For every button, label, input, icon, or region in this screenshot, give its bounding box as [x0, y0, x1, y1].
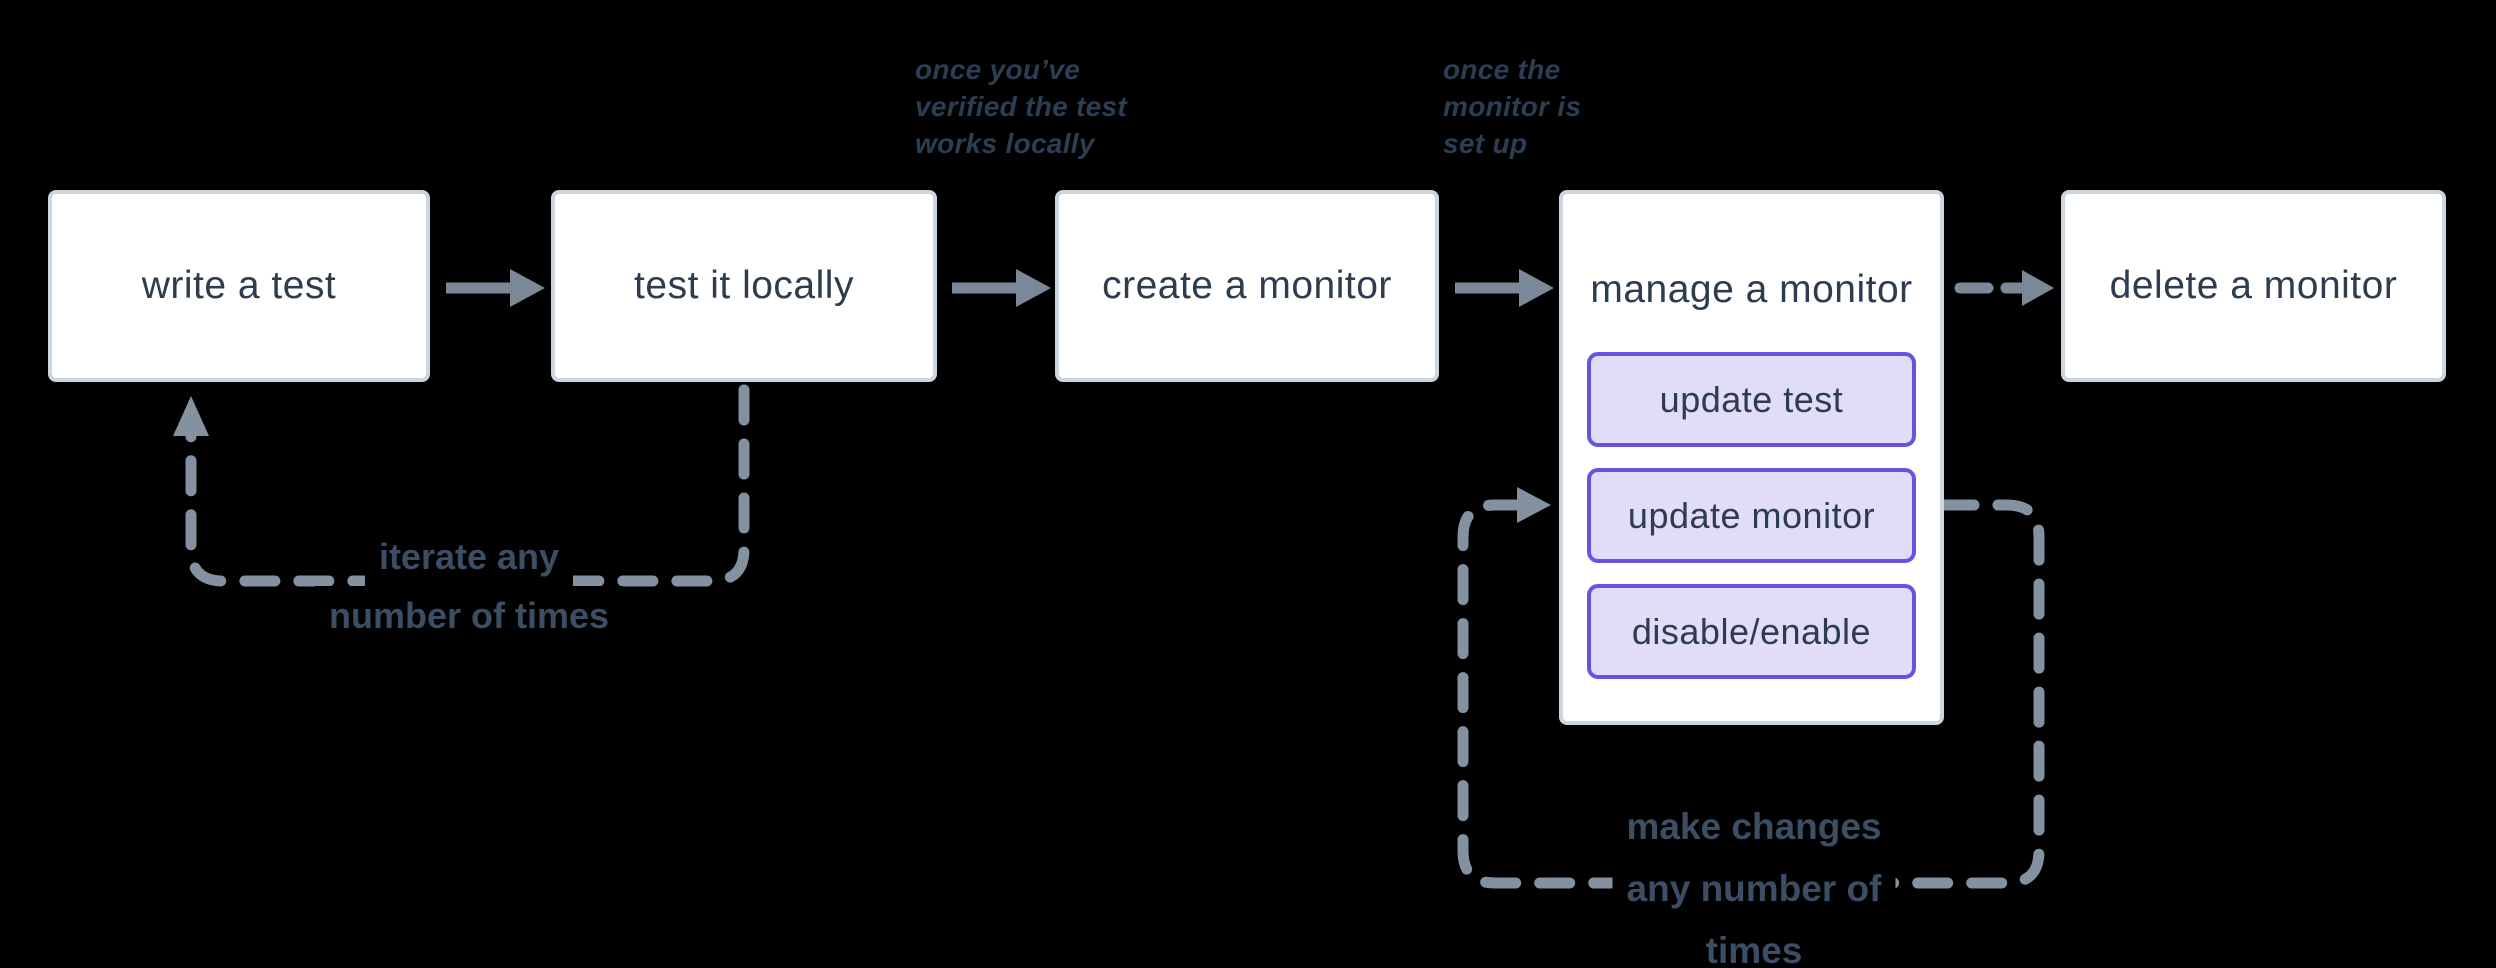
loop-label-line: make changes: [1612, 796, 1896, 858]
node-test-it-locally: test it locally: [551, 190, 937, 382]
loop-label-line: iterate any: [364, 527, 574, 586]
arrowhead-right-icon: [1517, 487, 1551, 523]
node-label: test it locally: [634, 264, 854, 307]
subnode-update-test: update test: [1587, 352, 1916, 447]
annotation-line: monitor is: [1443, 91, 1582, 122]
annotation-line: set up: [1443, 128, 1528, 159]
arrow-create-to-manage: [1455, 269, 1554, 307]
subnode-label: update test: [1659, 378, 1844, 420]
annotation-line: works locally: [915, 128, 1095, 159]
loop-label-make-changes: make changes any number of times: [1612, 796, 1896, 968]
manage-sub-actions: update test update monitor disable/enabl…: [1587, 352, 1916, 679]
annotation-line: once the: [1443, 54, 1561, 85]
subnode-label: update monitor: [1627, 494, 1876, 536]
subnode-disable-enable: disable/enable: [1587, 584, 1916, 679]
node-label: manage a monitor: [1590, 268, 1913, 311]
subnode-label: disable/enable: [1631, 610, 1872, 652]
node-label: write a test: [141, 264, 337, 307]
loop-label-line: any number of: [1612, 858, 1896, 920]
loop-label-line: times: [1691, 920, 1817, 968]
node-label: create a monitor: [1102, 264, 1392, 307]
node-write-a-test: write a test: [48, 190, 430, 382]
arrow-manage-to-delete: [1954, 270, 2054, 306]
annotation-line: once you’ve: [915, 54, 1081, 85]
annotation-once-verified: once you’ve verified the test works loca…: [915, 51, 1127, 162]
arrowhead-up-icon: [173, 396, 209, 436]
loop-label-line: number of times: [314, 586, 624, 645]
loop-label-iterate: iterate any number of times: [314, 527, 624, 645]
node-label: delete a monitor: [2109, 264, 2398, 307]
subnode-update-monitor: update monitor: [1587, 468, 1916, 563]
node-create-a-monitor: create a monitor: [1055, 190, 1439, 382]
node-manage-a-monitor: manage a monitor update test update moni…: [1559, 190, 1944, 725]
annotation-line: verified the test: [915, 91, 1128, 122]
annotation-once-set-up: once the monitor is set up: [1443, 51, 1581, 162]
node-delete-a-monitor: delete a monitor: [2061, 190, 2446, 382]
arrow-test-to-create: [952, 269, 1051, 307]
arrow-write-to-test: [446, 269, 545, 307]
